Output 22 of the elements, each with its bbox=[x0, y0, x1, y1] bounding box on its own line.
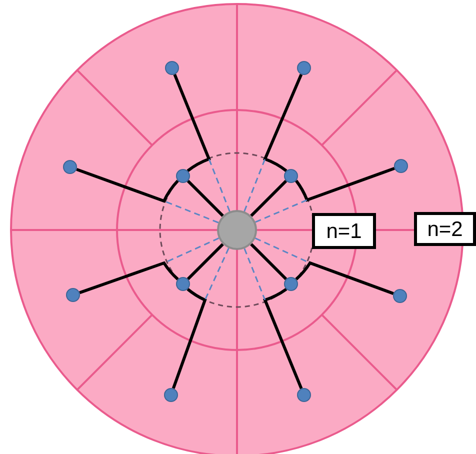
connector-line bbox=[264, 288, 303, 390]
connector-line bbox=[264, 74, 303, 172]
connector-line bbox=[186, 180, 224, 217]
connector-line bbox=[250, 243, 288, 280]
label-text: n=1 bbox=[326, 220, 362, 242]
connector-line bbox=[76, 168, 179, 202]
label-text: n=2 bbox=[427, 218, 463, 240]
connector-line bbox=[79, 262, 179, 294]
connector-line bbox=[204, 248, 230, 300]
connector-line bbox=[172, 288, 206, 389]
connector-line bbox=[186, 243, 224, 280]
label-box bbox=[414, 212, 476, 246]
connector-line bbox=[173, 74, 210, 172]
connector-line bbox=[244, 158, 266, 212]
connector-line bbox=[208, 158, 230, 212]
connector-line bbox=[244, 248, 266, 300]
connector-line bbox=[295, 262, 394, 295]
connector-line bbox=[294, 166, 395, 202]
connector-line bbox=[250, 180, 288, 217]
connector-line bbox=[164, 200, 219, 224]
label-box bbox=[312, 213, 376, 249]
connector-line bbox=[255, 199, 308, 223]
